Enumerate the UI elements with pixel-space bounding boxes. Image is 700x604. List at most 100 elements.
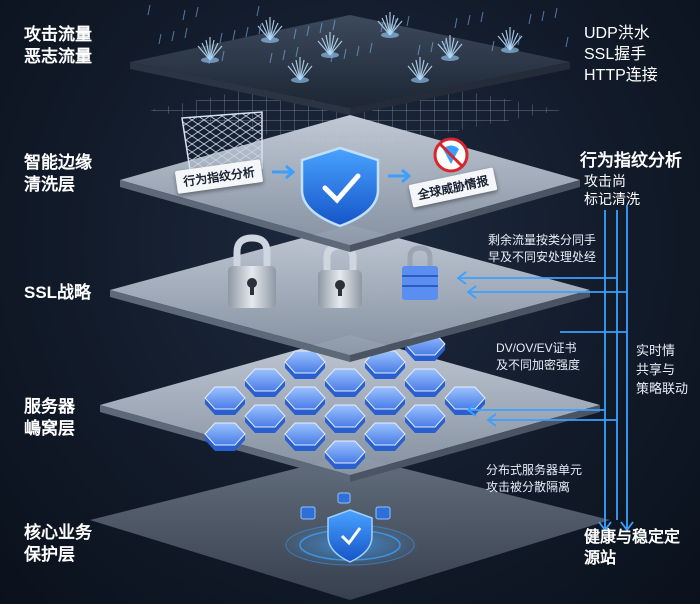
chart-icon bbox=[375, 506, 391, 520]
cloud-icon bbox=[337, 492, 351, 504]
hex-cell bbox=[324, 368, 366, 392]
hex-cell bbox=[204, 386, 246, 410]
core-shield-icon bbox=[327, 509, 373, 563]
splash-ring bbox=[441, 55, 459, 61]
arrow-icon bbox=[388, 168, 412, 184]
hex-cell bbox=[284, 350, 326, 374]
lock-icon bbox=[228, 234, 276, 308]
splash-line bbox=[329, 34, 335, 56]
rain-line bbox=[528, 13, 532, 25]
splash-line bbox=[509, 29, 515, 51]
hex-cell-side bbox=[325, 416, 365, 433]
rain-line bbox=[430, 41, 434, 53]
hex-cell-side bbox=[365, 362, 405, 379]
rain-line bbox=[158, 33, 162, 45]
splash-line bbox=[385, 14, 391, 36]
rain-line bbox=[184, 27, 188, 39]
annotation-realtime-sharing: 实时情共享与策略联动 bbox=[636, 343, 689, 396]
fingerprint-analysis-block: 行为指纹分析 攻击尚 标记清洗 bbox=[580, 151, 682, 208]
rain-line bbox=[356, 45, 360, 57]
layer-server-honeycomb bbox=[100, 332, 600, 482]
splash-line bbox=[505, 29, 511, 51]
hex-cell bbox=[444, 386, 486, 410]
rain-line bbox=[258, 23, 262, 35]
hex-cell-side bbox=[285, 434, 325, 451]
label-attack-traffic: 攻击流量恶志流量 bbox=[24, 25, 92, 67]
hex-cell-side bbox=[405, 380, 445, 397]
hex-cell-side bbox=[365, 398, 405, 415]
rain-line bbox=[393, 18, 397, 30]
hex-cell bbox=[244, 368, 286, 392]
splash-ring bbox=[501, 47, 519, 53]
rain-line bbox=[208, 53, 212, 65]
rain-line bbox=[330, 51, 334, 63]
hex-cell bbox=[244, 404, 286, 428]
rain-line bbox=[269, 52, 273, 64]
splash-line bbox=[445, 37, 451, 59]
healthy-origin-label: 健康与稳定定源站 bbox=[584, 529, 681, 567]
splash-ring bbox=[261, 37, 279, 43]
rain-line bbox=[343, 48, 347, 60]
rain-line bbox=[282, 49, 286, 61]
splash-line bbox=[299, 59, 305, 81]
arrow-icon bbox=[272, 164, 296, 180]
splash-line bbox=[389, 14, 395, 36]
layer-ssl-strategy bbox=[110, 225, 590, 362]
hex-cell-side bbox=[405, 344, 445, 361]
layer-attack-traffic bbox=[130, 4, 570, 115]
attack-splashes bbox=[147, 4, 569, 83]
rain-line bbox=[293, 28, 297, 40]
hex-cell-side bbox=[365, 434, 405, 451]
hex-cell bbox=[284, 422, 326, 446]
splash-line bbox=[205, 39, 211, 61]
annotation-distributed-servers: 分布式服务器单元攻击被分散隔离 bbox=[486, 463, 583, 495]
rain-line bbox=[380, 21, 384, 33]
splash-line bbox=[449, 37, 455, 59]
honeycomb-cells bbox=[204, 332, 486, 469]
rain-line bbox=[221, 50, 225, 62]
hex-cell bbox=[364, 386, 406, 410]
flow-lines bbox=[456, 205, 634, 532]
splash-line bbox=[269, 19, 275, 41]
rain-line bbox=[417, 44, 421, 56]
hex-cell bbox=[364, 422, 406, 446]
splash-line bbox=[325, 34, 331, 56]
rain-line bbox=[480, 11, 484, 23]
label-server-honeycomb: 服务器嶋窝层 bbox=[24, 397, 75, 439]
rain-line bbox=[171, 30, 175, 42]
rain-line bbox=[491, 40, 495, 52]
splash-ring bbox=[291, 77, 309, 83]
hex-cell bbox=[324, 440, 366, 464]
hex-cell-side bbox=[205, 434, 245, 451]
hex-cell bbox=[284, 386, 326, 410]
rain-line bbox=[147, 4, 151, 16]
label-ssl-strategy: SSL战略 bbox=[24, 283, 92, 302]
label-core-protection: 核心业务保护层 bbox=[24, 523, 92, 565]
rain-line bbox=[306, 25, 310, 37]
rain-line bbox=[319, 22, 323, 34]
rain-line bbox=[245, 26, 249, 38]
rain-line bbox=[219, 32, 223, 44]
hex-cell bbox=[204, 422, 246, 446]
hex-cell-side bbox=[325, 452, 365, 469]
rain-line bbox=[541, 10, 545, 22]
hex-cell-side bbox=[205, 398, 245, 415]
rain-line bbox=[232, 29, 236, 41]
rain-line bbox=[517, 34, 521, 46]
rain-line bbox=[256, 5, 260, 17]
rain-line bbox=[182, 9, 186, 21]
blue-lock-icon bbox=[402, 245, 438, 300]
rain-line bbox=[406, 15, 410, 27]
hex-cell-side bbox=[405, 416, 445, 433]
annotation-remaining-traffic: 剩余流量按类分同手早及不同安处理处经 bbox=[488, 233, 597, 265]
rain-line bbox=[504, 37, 508, 49]
splash-ring bbox=[321, 52, 339, 58]
hex-cell bbox=[404, 368, 446, 392]
rain-line bbox=[454, 17, 458, 29]
hex-cell-side bbox=[285, 362, 325, 379]
layer-core-protection bbox=[90, 455, 610, 600]
rain-line bbox=[467, 14, 471, 26]
shield-icon bbox=[300, 146, 380, 228]
